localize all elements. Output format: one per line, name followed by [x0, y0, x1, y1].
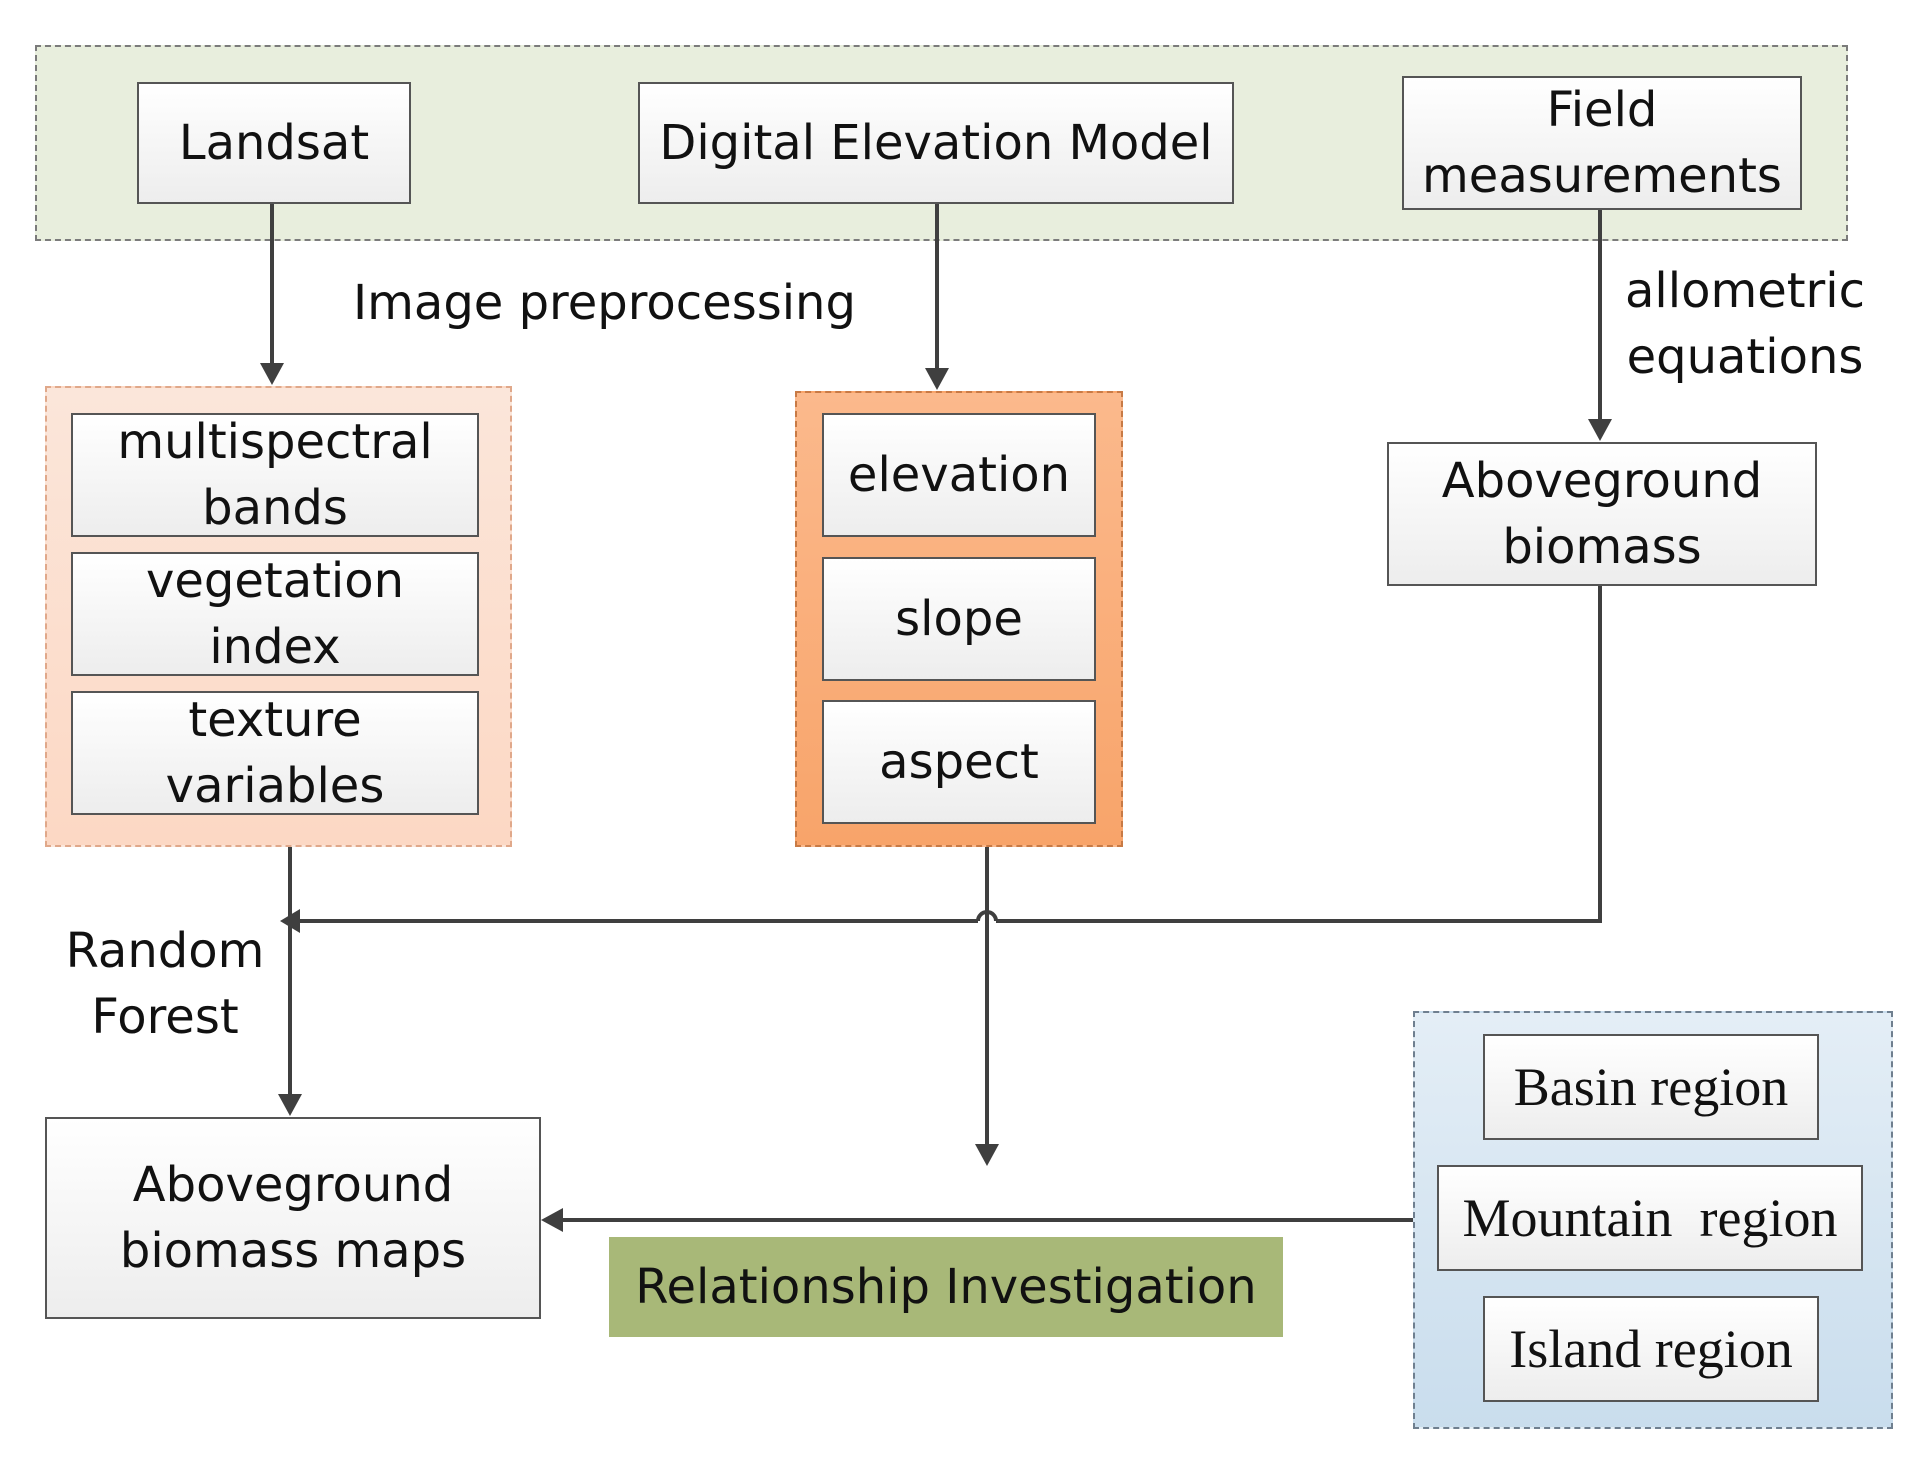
field-label-line1: Field [1546, 81, 1658, 138]
aspect-box: aspect [822, 700, 1096, 824]
slope-label: slope [895, 590, 1023, 647]
maps-line2: biomass maps [119, 1223, 467, 1279]
slope-box: slope [822, 557, 1096, 681]
biomass-maps-box: Aboveground biomass maps [45, 1117, 541, 1319]
line-agb-to-junction [290, 586, 1602, 923]
random-forest-line1: Random [65, 923, 265, 979]
landsat-box: Landsat [137, 82, 411, 204]
random-forest-label: Random Forest [55, 918, 275, 1050]
agb-line2: biomass [1502, 519, 1702, 575]
field-label-line2: measurements [1422, 148, 1782, 204]
vegetation-index-label: vegetation index [145, 552, 405, 675]
allometric-line1: allometric [1624, 263, 1866, 319]
mountain-region-box: Mountain region [1437, 1165, 1863, 1271]
aboveground-biomass-box: Aboveground biomass [1387, 442, 1817, 586]
texture-variables-label: texture variables [165, 691, 385, 814]
random-forest-line2: Forest [91, 989, 239, 1046]
landsat-label: Landsat [178, 114, 370, 171]
elevation-label: elevation [847, 446, 1071, 503]
aspect-label: aspect [879, 733, 1039, 790]
island-region-box: Island region [1483, 1296, 1819, 1402]
vegetation-index-box: vegetation index [71, 552, 479, 676]
multispectral-line2: bands [202, 480, 348, 536]
texture-variables-box: texture variables [71, 691, 479, 815]
allometric-equations-label: allometric equations [1620, 258, 1870, 390]
multispectral-line1: multispectral [117, 413, 433, 470]
elevation-box: elevation [822, 413, 1096, 537]
multispectral-bands-box: multispectral bands [71, 413, 479, 537]
island-region-label: Island region [1509, 1318, 1793, 1379]
dem-label: Digital Elevation Model [659, 114, 1213, 171]
allometric-line2: equations [1626, 329, 1864, 386]
mountain-region-label: Mountain region [1462, 1187, 1838, 1248]
relationship-label: Relationship Investigation [635, 1258, 1257, 1315]
basin-region-box: Basin region [1483, 1034, 1819, 1140]
image-preprocessing-label: Image preprocessing [353, 275, 856, 331]
dem-box: Digital Elevation Model [638, 82, 1234, 204]
relationship-investigation-box: Relationship Investigation [609, 1237, 1283, 1337]
basin-region-label: Basin region [1513, 1056, 1789, 1117]
agb-line1: Aboveground [1441, 452, 1763, 509]
field-measurements-box: Field measurements [1402, 76, 1802, 210]
maps-line1: Aboveground [132, 1156, 454, 1213]
